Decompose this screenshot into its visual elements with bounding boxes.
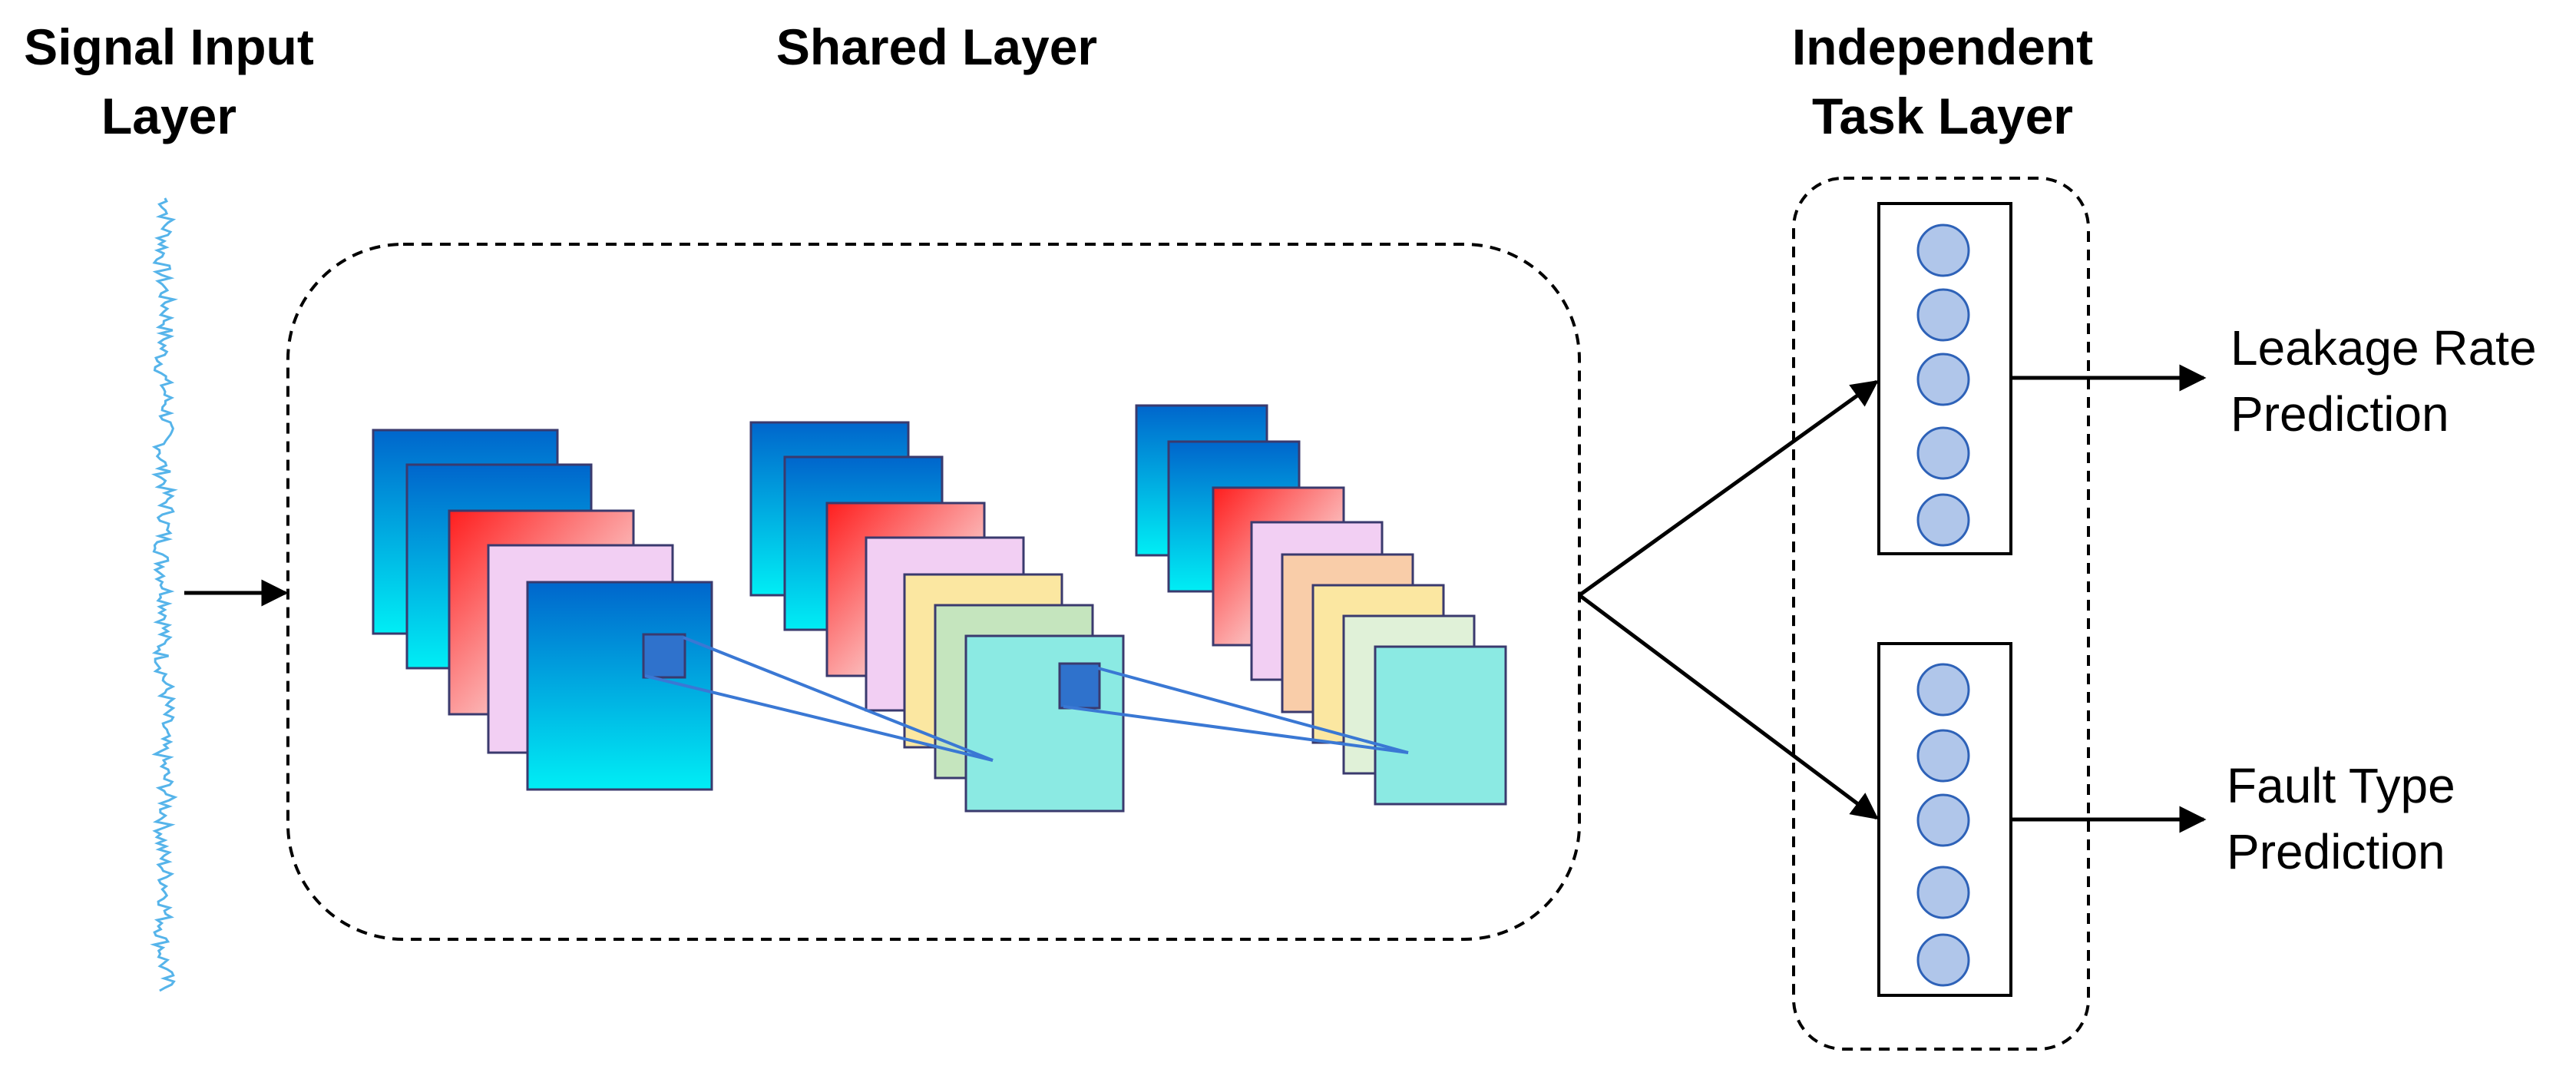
signal-input-title-line1: Signal Input	[24, 18, 314, 75]
independent-task-layer-title: Independent Task Layer	[1720, 12, 2165, 151]
shared-layer-box	[286, 243, 1581, 941]
task-layer-box	[1792, 177, 2090, 1051]
feature-map	[1374, 645, 1507, 806]
neuron	[1916, 866, 1970, 919]
feature-map-stack-1	[372, 429, 713, 791]
convolution-kernel	[642, 633, 686, 679]
leakage-label-line1: Leakage Rate	[2230, 320, 2537, 376]
neuron	[1916, 933, 1970, 987]
arrow-branch-icon	[1578, 379, 1879, 820]
convolution-kernel	[1058, 662, 1101, 710]
task-layer-title-line2: Task Layer	[1812, 88, 2073, 144]
convolution-projection-lines	[644, 636, 1409, 762]
fault-type-task-head	[1877, 642, 2012, 997]
neuron	[1916, 793, 1970, 847]
fault-label-line1: Fault Type	[2227, 758, 2455, 813]
neuron	[1916, 426, 1970, 480]
feature-map	[964, 634, 1125, 813]
feature-map	[526, 581, 713, 791]
neuron-column	[1916, 223, 1970, 547]
neuron	[1916, 493, 1970, 547]
neuron	[1916, 729, 1970, 783]
neuron	[1916, 353, 1970, 406]
task-layer-title-line1: Independent	[1791, 18, 2094, 75]
neuron	[1916, 223, 1970, 277]
leakage-rate-task-head	[1877, 202, 2012, 555]
signal-input-layer-title: Signal Input Layer	[0, 12, 338, 151]
fault-label-line2: Prediction	[2227, 824, 2445, 879]
fault-type-output-label: Fault Type Prediction	[2227, 753, 2455, 885]
signal-input-title-line2: Layer	[101, 88, 237, 144]
feature-map-stack-3	[1135, 404, 1507, 806]
neuron-column	[1916, 663, 1970, 987]
leakage-rate-output-label: Leakage Rate Prediction	[2230, 315, 2537, 447]
feature-map-stack-2	[749, 421, 1125, 813]
neuron	[1916, 288, 1970, 342]
neuron	[1916, 663, 1970, 717]
input-signal-waveform	[150, 197, 178, 992]
leakage-label-line2: Prediction	[2230, 386, 2449, 442]
shared-layer-title: Shared Layer	[676, 12, 1198, 81]
shared-layer-title-text: Shared Layer	[775, 18, 1098, 75]
